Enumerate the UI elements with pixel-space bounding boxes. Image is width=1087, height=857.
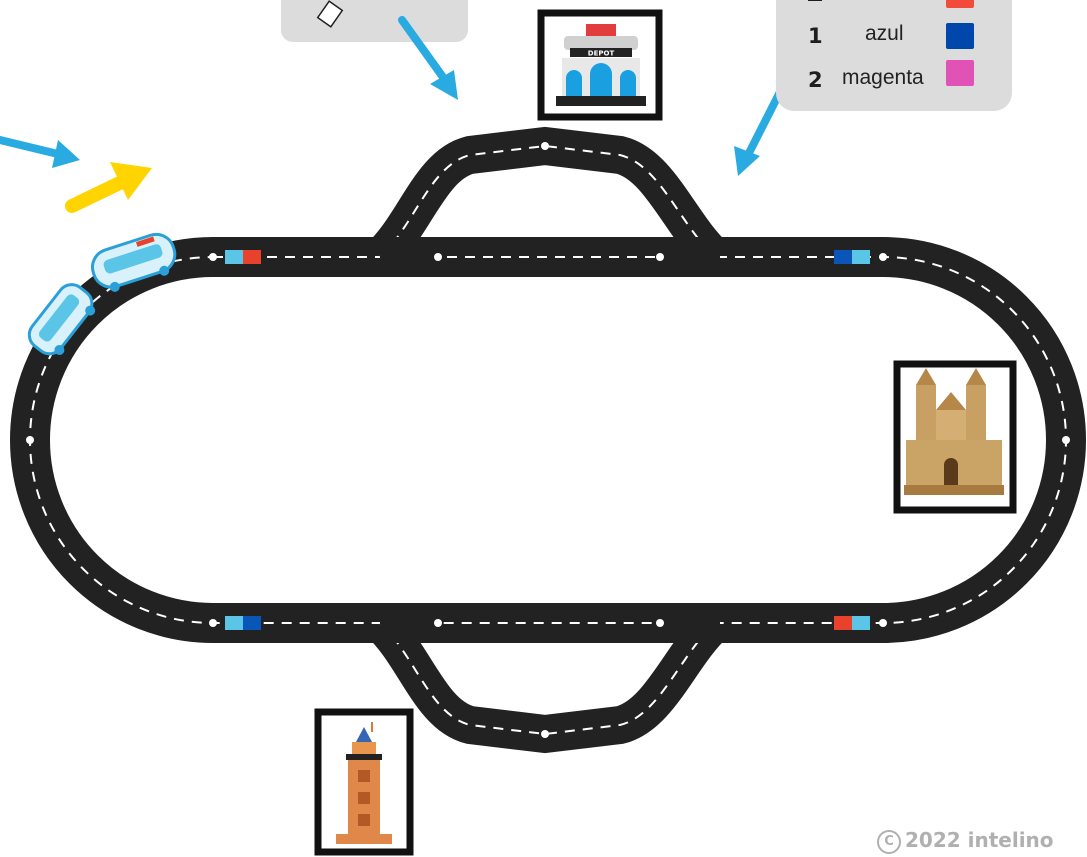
cathedral-card bbox=[897, 364, 1013, 510]
arrow-blue-left-icon bbox=[0, 140, 80, 168]
switch-top-right[interactable] bbox=[660, 237, 720, 277]
legend-partial-swatch bbox=[946, 0, 974, 8]
legend-number: 1 bbox=[808, 24, 823, 48]
lighthouse-card bbox=[318, 712, 410, 852]
track-marker-top-right bbox=[834, 250, 870, 264]
copyright-icon: C bbox=[877, 830, 901, 854]
color-legend: 1 azul 2 magenta bbox=[776, 0, 1012, 111]
instruction-callout-center bbox=[281, 0, 468, 42]
arrow-yellow-icon bbox=[72, 162, 152, 206]
track-marker-top-left bbox=[225, 250, 261, 264]
arrow-blue-right-icon bbox=[734, 88, 782, 176]
legend-swatch-azul bbox=[946, 23, 974, 49]
track-marker-bottom-left bbox=[225, 616, 261, 630]
legend-swatch-magenta bbox=[946, 60, 974, 86]
legend-number: 2 bbox=[808, 68, 823, 92]
legend-partial-line bbox=[808, 0, 822, 1]
legend-color-name: azul bbox=[865, 22, 904, 46]
depot-sign: DEPOT bbox=[588, 50, 615, 58]
switch-bottom-right[interactable] bbox=[660, 603, 720, 643]
switch-top-left[interactable] bbox=[380, 237, 440, 277]
legend-color-name: magenta bbox=[842, 66, 924, 90]
depot-card: DEPOT bbox=[541, 13, 659, 117]
switch-bottom-left[interactable] bbox=[380, 603, 440, 643]
copyright-text: 2022 intelino bbox=[905, 828, 1054, 852]
legend-row-magenta: 2 magenta bbox=[776, 64, 1012, 100]
track-marker-bottom-right bbox=[834, 616, 870, 630]
legend-row-azul: 1 azul bbox=[776, 20, 1012, 56]
